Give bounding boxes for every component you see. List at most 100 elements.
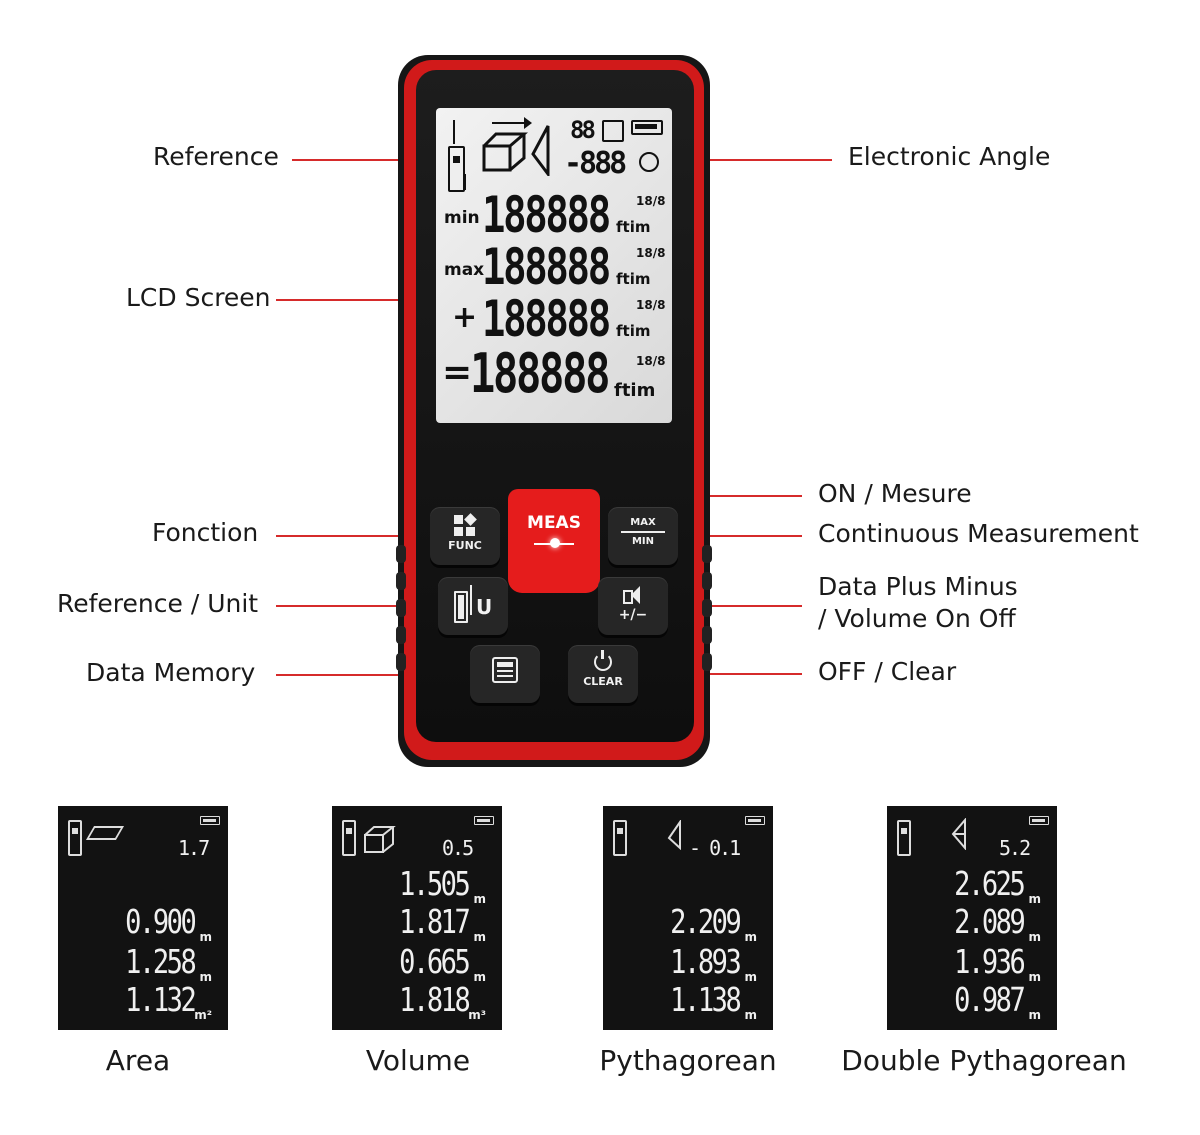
- laser-icon: [534, 538, 574, 548]
- label-data-memory: Data Memory: [86, 658, 256, 687]
- label-reference: Reference: [153, 142, 279, 171]
- lcd-angle-value: -888: [564, 146, 627, 181]
- mode-caption-double-pythagorean: Double Pythagorean: [841, 1044, 1127, 1077]
- mode-angle: 1.7: [178, 836, 210, 860]
- max-label: MAX: [630, 517, 656, 528]
- func-grid-icon: [454, 513, 477, 537]
- meas-button[interactable]: MEAS: [508, 489, 600, 593]
- mode-value-2: 1.893: [669, 942, 742, 981]
- func-button-label: FUNC: [448, 539, 482, 552]
- reference-icon: [342, 820, 356, 856]
- func-button[interactable]: FUNC: [430, 507, 500, 565]
- data-memory-button[interactable]: [470, 645, 540, 703]
- mode-value-2: 2.089: [953, 902, 1026, 941]
- lcd-row-prefix-min: min: [444, 208, 480, 228]
- mode-caption-volume: Volume: [365, 1044, 471, 1077]
- max-min-button[interactable]: MAX MIN: [608, 507, 678, 565]
- range-arrow-icon: [621, 531, 665, 533]
- battery-icon: [1029, 816, 1049, 825]
- mode-unit-4: m: [1028, 1008, 1041, 1022]
- mode-angle: 5.2: [999, 836, 1031, 860]
- unit-label: U: [476, 595, 493, 619]
- grip-right-3: [702, 599, 712, 617]
- mode-unit-2: m: [199, 970, 212, 984]
- grip-left-3: [396, 599, 406, 617]
- leader-line-off-clear: [640, 673, 802, 675]
- label-electronic-angle: Electronic Angle: [848, 142, 1051, 171]
- mode-screen-volume: 0.5 1.505 m 1.817 m 0.665 m 1.818 m³: [332, 806, 502, 1030]
- battery-icon: [745, 816, 765, 825]
- reference-unit-button[interactable]: U: [438, 577, 508, 635]
- label-on-mesure: ON / Mesure: [818, 479, 972, 508]
- mode-value-3: 1.132: [124, 980, 197, 1019]
- mode-caption-area: Area: [105, 1044, 171, 1077]
- battery-icon: [200, 816, 220, 825]
- mode-unit-3: m: [473, 970, 486, 984]
- lcd-screen: 88 -888 min 188888 ftim 18/8 max 188888 …: [436, 108, 672, 423]
- reference-device-icon: [454, 591, 468, 623]
- mode-value-2: 1.258: [124, 942, 197, 981]
- label-plus-minus-1: Data Plus Minus: [818, 572, 1018, 601]
- grip-right-5: [702, 653, 712, 671]
- reference-pointer-icon: [453, 120, 455, 144]
- plus-minus-button[interactable]: +/−: [598, 577, 668, 635]
- reference-icon: [897, 820, 911, 856]
- reference-arrow-icon: [470, 585, 472, 615]
- mode-value-1: 0.900: [124, 902, 197, 941]
- clear-button[interactable]: CLEAR: [568, 645, 638, 703]
- leader-line-angle: [648, 159, 832, 161]
- mode-unit-3: m: [1028, 970, 1041, 984]
- lcd-row-prefix-max: max: [444, 260, 485, 280]
- battery-icon: [474, 816, 494, 825]
- mode-angle: 0.5: [442, 836, 474, 860]
- min-label: MIN: [631, 535, 655, 547]
- leader-line-reference: [292, 159, 444, 161]
- speaker-icon: [621, 585, 645, 605]
- distance-arrow-icon: [492, 122, 526, 124]
- leader-line-reference-unit: [276, 605, 444, 607]
- lcd-row-frac-3: 18/8: [636, 298, 666, 312]
- mode-unit-3: m: [744, 1008, 757, 1022]
- reference-icon: [68, 820, 82, 856]
- lcd-row-value-3: 188888: [482, 290, 611, 348]
- grip-right-2: [702, 572, 712, 590]
- lcd-row-prefix-equals: =: [442, 352, 473, 393]
- mode-unit-3: m²: [194, 1008, 212, 1022]
- mode-screen-pythagorean: - 0.1 2.209 m 1.893 m 1.138 m: [603, 806, 773, 1030]
- lcd-row-unit-2: ftim: [616, 270, 651, 288]
- meas-button-label: MEAS: [527, 513, 581, 533]
- lcd-row-unit-3: ftim: [616, 322, 651, 340]
- pythagorean-triangle-icon: [667, 820, 681, 850]
- grip-right-1: [702, 545, 712, 563]
- mode-value-4: 0.987: [953, 980, 1026, 1019]
- clear-button-label: CLEAR: [583, 675, 623, 688]
- label-plus-minus-2: / Volume On Off: [818, 604, 1016, 633]
- volume-cube-icon: [482, 132, 528, 172]
- mode-unit-2: m: [473, 930, 486, 944]
- grip-left-5: [396, 653, 406, 671]
- grip-left-1: [396, 545, 406, 563]
- mode-value-1: 1.505: [398, 864, 471, 903]
- label-reference-unit: Reference / Unit: [57, 589, 259, 618]
- lcd-row-frac-2: 18/8: [636, 246, 666, 260]
- leader-line-data-memory: [276, 674, 476, 676]
- mode-unit-2: m: [744, 970, 757, 984]
- label-continuous: Continuous Measurement: [818, 519, 1139, 548]
- mode-value-3: 0.665: [398, 942, 471, 981]
- lcd-row-prefix-plus: +: [452, 300, 478, 335]
- grip-left-2: [396, 572, 406, 590]
- memory-icon: [602, 120, 624, 142]
- mode-screen-double-pythagorean: 5.2 2.625 m 2.089 m 1.936 m 0.987 m: [887, 806, 1057, 1030]
- grip-right-4: [702, 626, 712, 644]
- mode-value-2: 1.817: [398, 902, 471, 941]
- lcd-top-digits: 88: [570, 116, 596, 144]
- mode-unit-1: m: [1028, 892, 1041, 906]
- lcd-row-unit-1: ftim: [616, 218, 651, 236]
- mode-screen-area: 1.7 0.900 m 1.258 m 1.132 m²: [58, 806, 228, 1030]
- pythagorean-triangle-icon: [531, 125, 550, 176]
- volume-cube-icon: [364, 826, 396, 853]
- area-parallelogram-icon: [85, 826, 125, 840]
- lcd-row-value-1: 188888: [482, 186, 611, 244]
- leader-line-fonction: [276, 535, 438, 537]
- mode-unit-4: m³: [468, 1008, 486, 1022]
